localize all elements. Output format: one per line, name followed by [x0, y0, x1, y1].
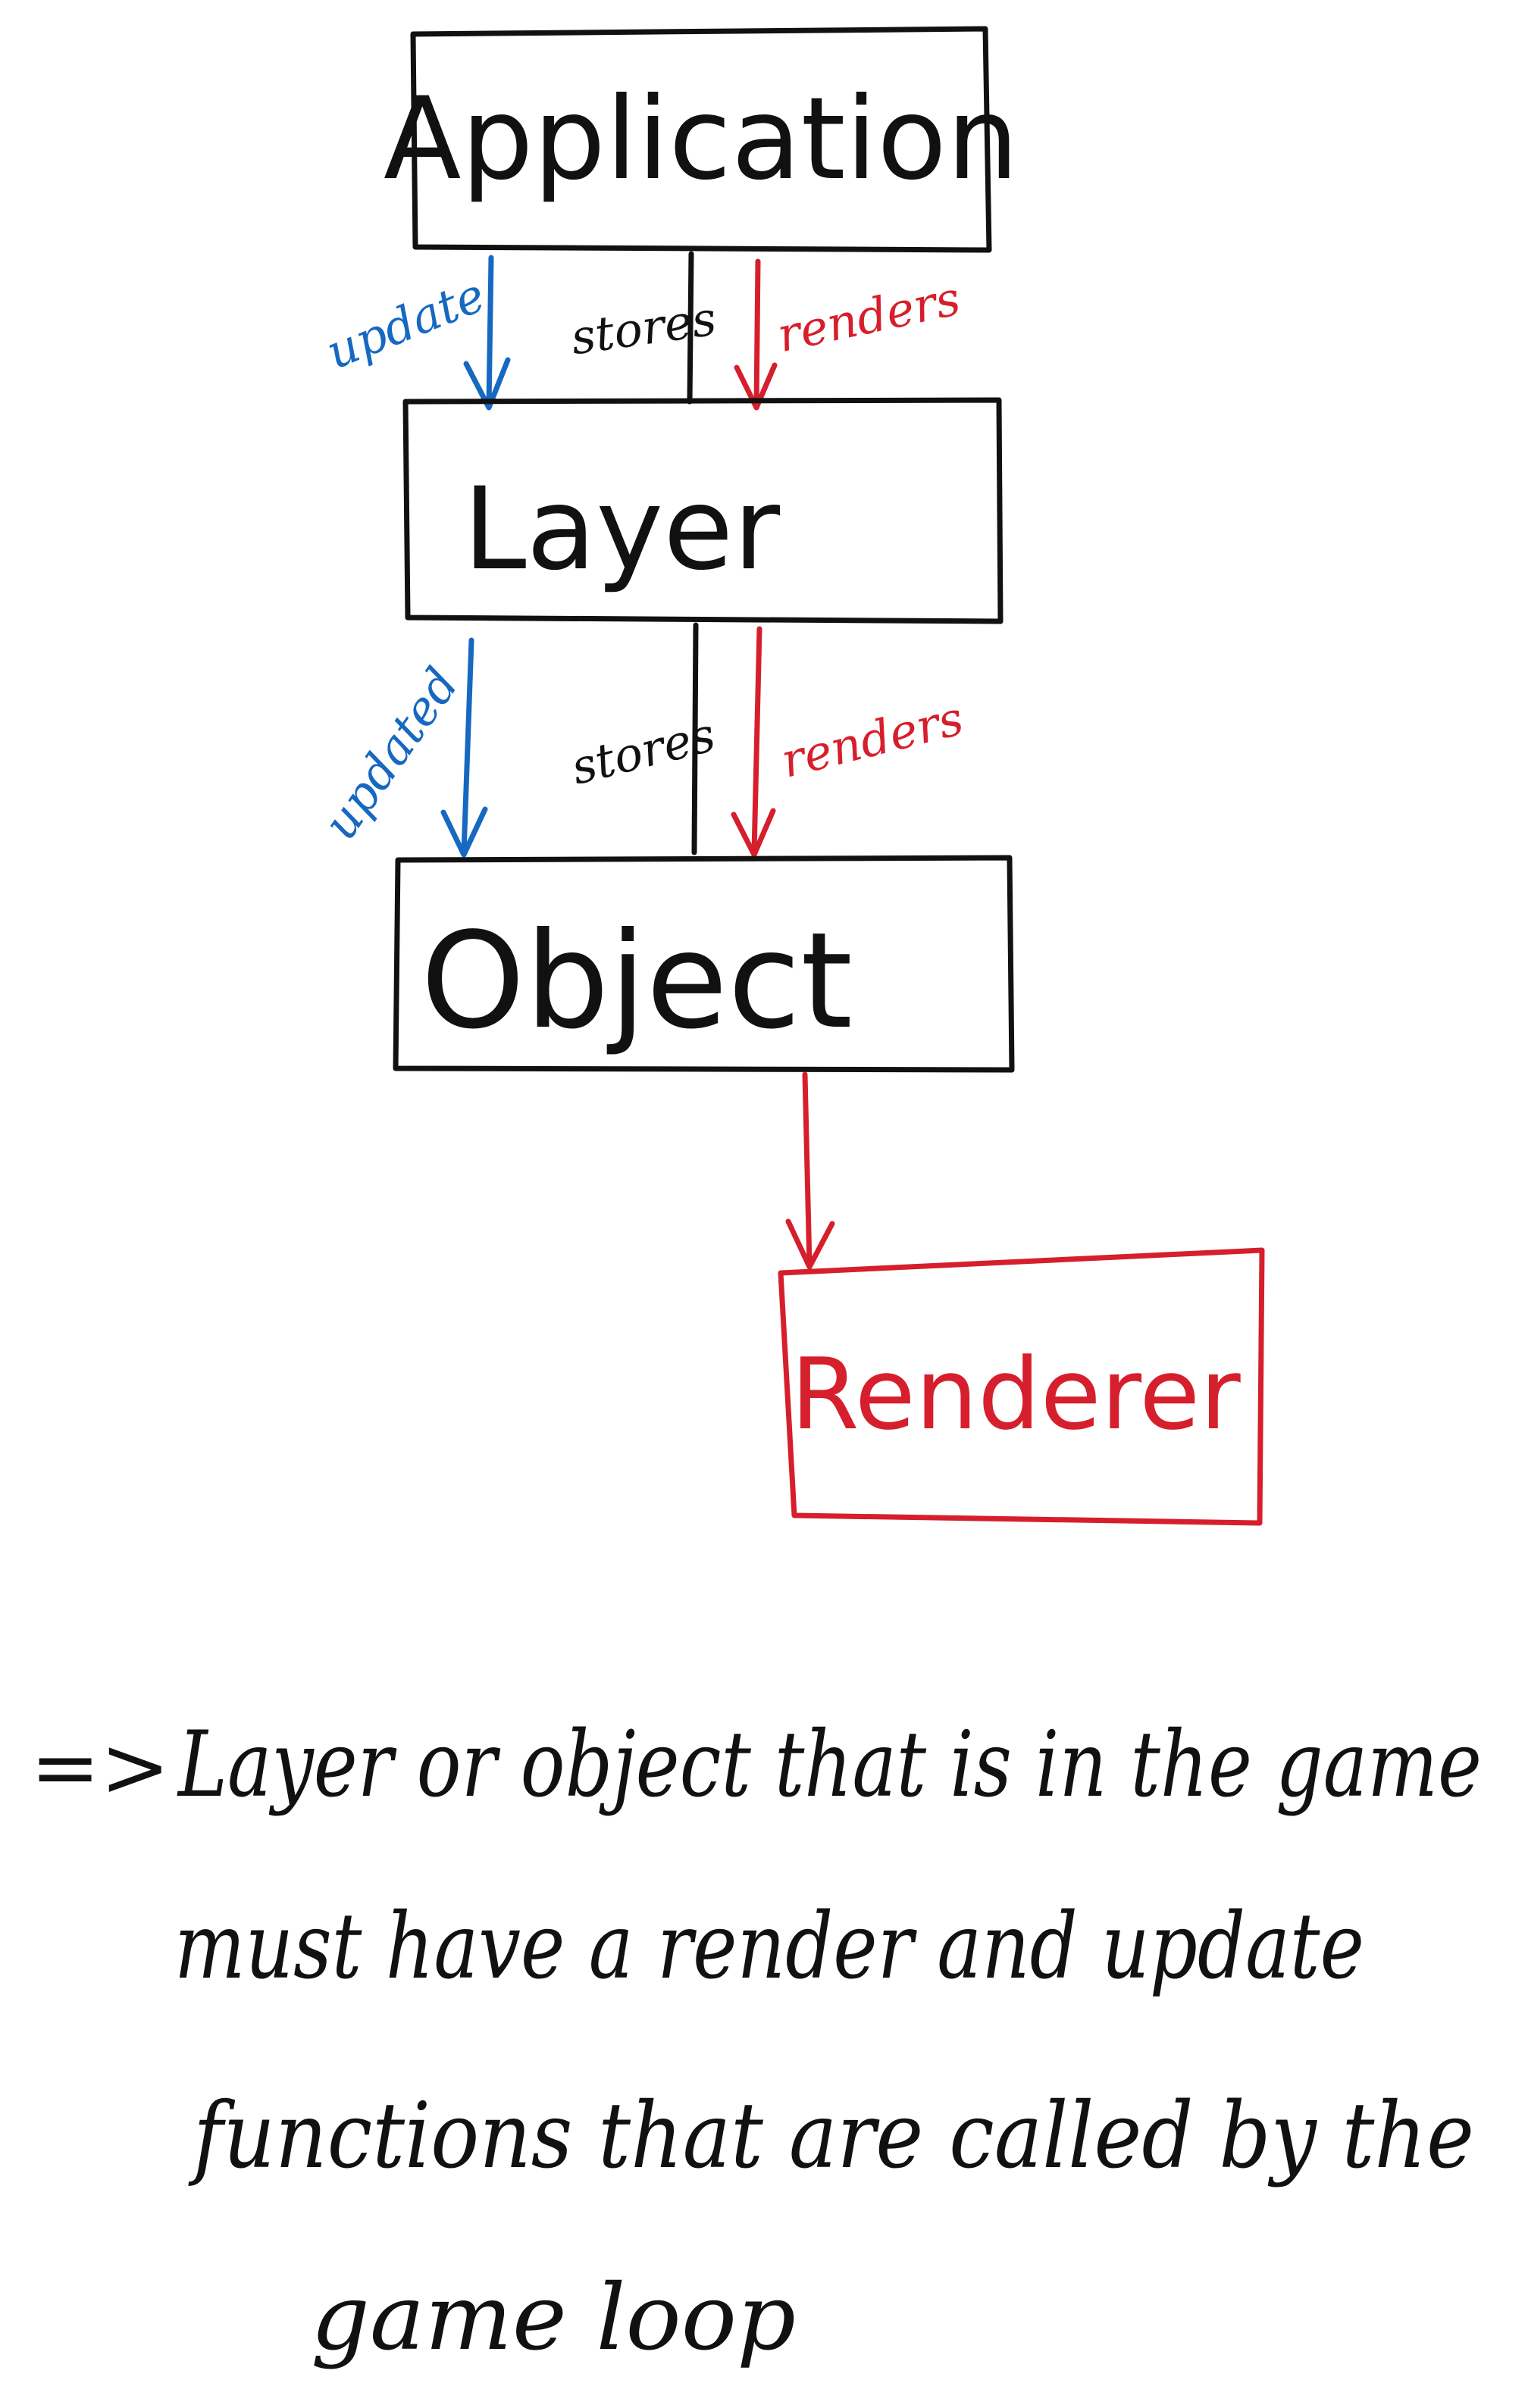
edge-object-renderer: [785, 1071, 835, 1270]
application-node: Application: [384, 26, 1019, 253]
renders-arrow-shaft-2: [751, 626, 762, 855]
application-label: Application: [384, 73, 1019, 205]
note-line-4: game loop: [311, 2266, 796, 2371]
update-arrow-shaft: [486, 255, 494, 408]
renders-arrow-shaft: [753, 258, 761, 408]
object-renderer-arrow-shaft: [802, 1071, 813, 1268]
layer-label: Layer: [463, 464, 781, 596]
updated-arrow-shaft: [461, 637, 474, 855]
edge-layer-object: updated stores renders: [312, 622, 969, 858]
application-box: [410, 26, 992, 253]
stores-label: stores: [568, 290, 720, 365]
updated-arrow-head: [440, 806, 488, 858]
renders-arrow-head: [734, 362, 778, 411]
renderer-node: Renderer: [778, 1247, 1265, 1526]
stores-line: [687, 251, 694, 405]
note-line-2: must have a render and update: [174, 1894, 1364, 2000]
note-line-1: Layer or object that is in the game: [177, 1712, 1482, 1818]
renderer-label: Renderer: [791, 1337, 1241, 1452]
stores-line-2: [691, 622, 699, 855]
layer-node: Layer: [402, 397, 1004, 624]
object-box: [393, 855, 1015, 1073]
update-arrow-head: [463, 357, 511, 411]
edge-application-layer: update stores renders: [318, 251, 965, 411]
renderer-box: [778, 1247, 1265, 1526]
layer-box: [402, 397, 1004, 624]
object-label: Object: [421, 905, 853, 1059]
object-node: Object: [393, 855, 1015, 1073]
note-line-3: functions that are called by the: [188, 2084, 1474, 2189]
renders-label: renders: [772, 271, 965, 363]
renders-label-2: renders: [775, 690, 969, 789]
renders-arrow-head-2: [731, 808, 776, 858]
note: => Layer or object that is in the game m…: [30, 1712, 1482, 2371]
note-arrow: =>: [30, 1718, 170, 1815]
object-renderer-arrow-head: [785, 1218, 835, 1270]
